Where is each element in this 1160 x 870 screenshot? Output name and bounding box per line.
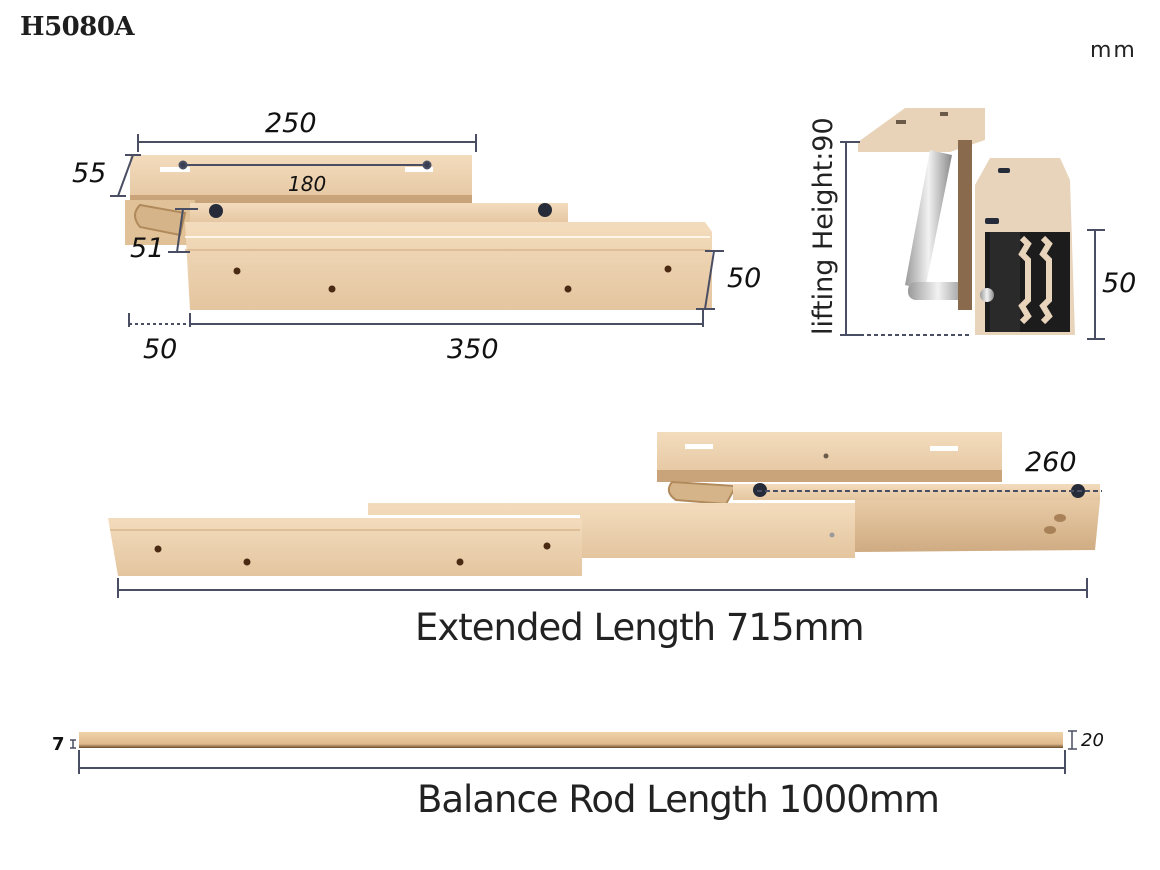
side-view-assembly <box>858 108 1075 335</box>
extended-view-assembly <box>108 432 1100 576</box>
dim-rail-length: 350 <box>447 334 499 365</box>
dim-rod-width: 20 <box>1081 730 1104 751</box>
dim-profile-height: 50 <box>1102 268 1137 299</box>
dim-lifting-height: lifting Height:90 <box>808 117 839 335</box>
balance-rod <box>79 732 1063 748</box>
unit-label: mm <box>1090 38 1137 63</box>
top-view-assembly <box>125 155 712 310</box>
dim-rod-thickness: 7 <box>52 734 65 755</box>
model-title: H5080A <box>20 12 135 42</box>
dim-slide-length: 260 <box>1025 447 1077 478</box>
dim-back-offset: 50 <box>143 334 178 365</box>
dim-hole-spacing: 180 <box>288 172 327 196</box>
extended-length-caption: Extended Length 715mm <box>415 606 865 649</box>
extended-view-dimension-lines <box>117 490 1102 598</box>
balance-rod-dimension-lines <box>70 730 1077 774</box>
dim-top-plate-height: 55 <box>72 158 107 189</box>
side-view-dimension-lines <box>840 141 1105 340</box>
balance-rod-caption: Balance Rod Length 1000mm <box>417 778 940 821</box>
dim-top-plate-length: 250 <box>265 108 317 139</box>
dim-rail-offset: 51 <box>130 233 165 264</box>
top-view-dimension-lines <box>110 134 724 327</box>
dim-rail-height: 50 <box>727 263 762 294</box>
